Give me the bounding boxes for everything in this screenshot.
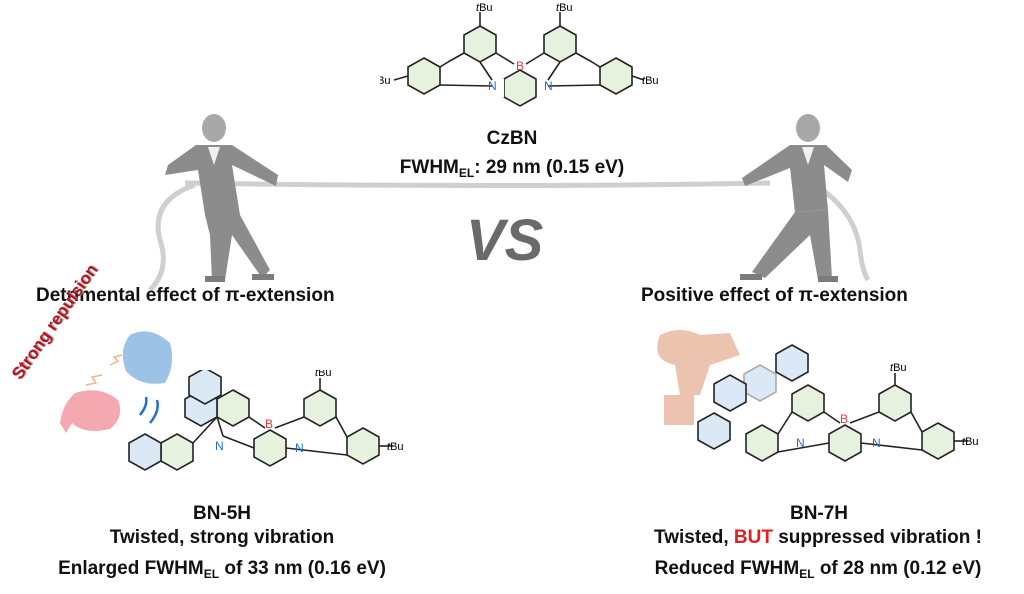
czbn-fwhm: FWHMEL: 29 nm (0.15 eV) [362,157,662,180]
bn7h-name: BN-7H [789,503,849,524]
bn7h-fwhm: Reduced FWHMEL of 28 nm (0.12 eV) [618,558,1018,581]
bn5h-structure: B N N tBu tBu [128,370,404,471]
svg-text:N: N [544,79,553,93]
czbn-structure: B N N tBu tBu tBu tBu [380,2,659,107]
vibration-arc-icon [149,399,159,424]
bn5h-fwhm: Enlarged FWHMEL of 33 nm (0.16 eV) [22,558,422,581]
svg-text:N: N [488,79,497,93]
svg-text:B: B [516,59,524,73]
description-pre: Twisted, [654,527,734,548]
right-heading: Positive effect of π-extension [641,285,908,306]
versus-text: VS [466,208,544,273]
fwhm-label: Enlarged FWHM [58,558,204,579]
rope-right-tail [813,182,871,282]
svg-text:tBu: tBu [387,441,404,453]
svg-text:N: N [872,436,881,450]
svg-text:N: N [796,436,805,450]
spark-icon [85,374,103,386]
fwhm-value: of 33 nm (0.16 eV) [219,558,386,579]
fwhm-label: FWHM [399,157,459,178]
boxing-gloves-illustration [60,331,173,433]
rope-left-tail [148,182,196,292]
fwhm-subscript: EL [458,166,475,180]
right-figure-icon [740,114,852,282]
bn5h-description: Twisted, strong vibration [109,527,335,548]
svg-text:tBu: tBu [890,362,907,374]
versus-mark: VS [466,208,544,273]
svg-text:tBu: tBu [962,436,979,448]
description-highlight: BUT [733,527,773,548]
blue-glove-icon [122,331,173,384]
svg-text:tBu: tBu [642,75,659,87]
left-figure-icon [165,114,278,282]
svg-text:tBu: tBu [556,2,573,14]
bn7h-structure: B N N tBu tBu [697,344,979,462]
svg-text:tBu: tBu [315,370,332,379]
svg-text:N: N [295,441,304,455]
fwhm-label: Reduced FWHM [654,558,800,579]
czbn-name: CzBN [486,128,538,149]
svg-text:B: B [265,417,273,431]
svg-text:tBu: tBu [476,2,493,14]
fwhm-value: : 29 nm (0.15 eV) [474,157,625,178]
left-heading: Detrimental effect of π-extension [36,285,335,306]
svg-text:tBu: tBu [380,75,391,87]
svg-text:N: N [215,439,224,453]
pink-glove-icon [60,390,121,433]
fwhm-subscript: EL [203,567,220,581]
bn7h-description: Twisted, BUT suppressed vibration ! [618,527,1018,549]
vibration-arc-icon [139,396,148,416]
fwhm-value: of 28 nm (0.12 eV) [814,558,982,579]
bn5h-name: BN-5H [192,503,252,524]
handshake-illustration [657,330,740,425]
spark-icon [109,354,123,366]
hand-icon [657,330,740,395]
description-post: suppressed vibration ! [772,527,982,548]
fwhm-subscript: EL [799,567,815,581]
svg-text:B: B [840,412,848,426]
